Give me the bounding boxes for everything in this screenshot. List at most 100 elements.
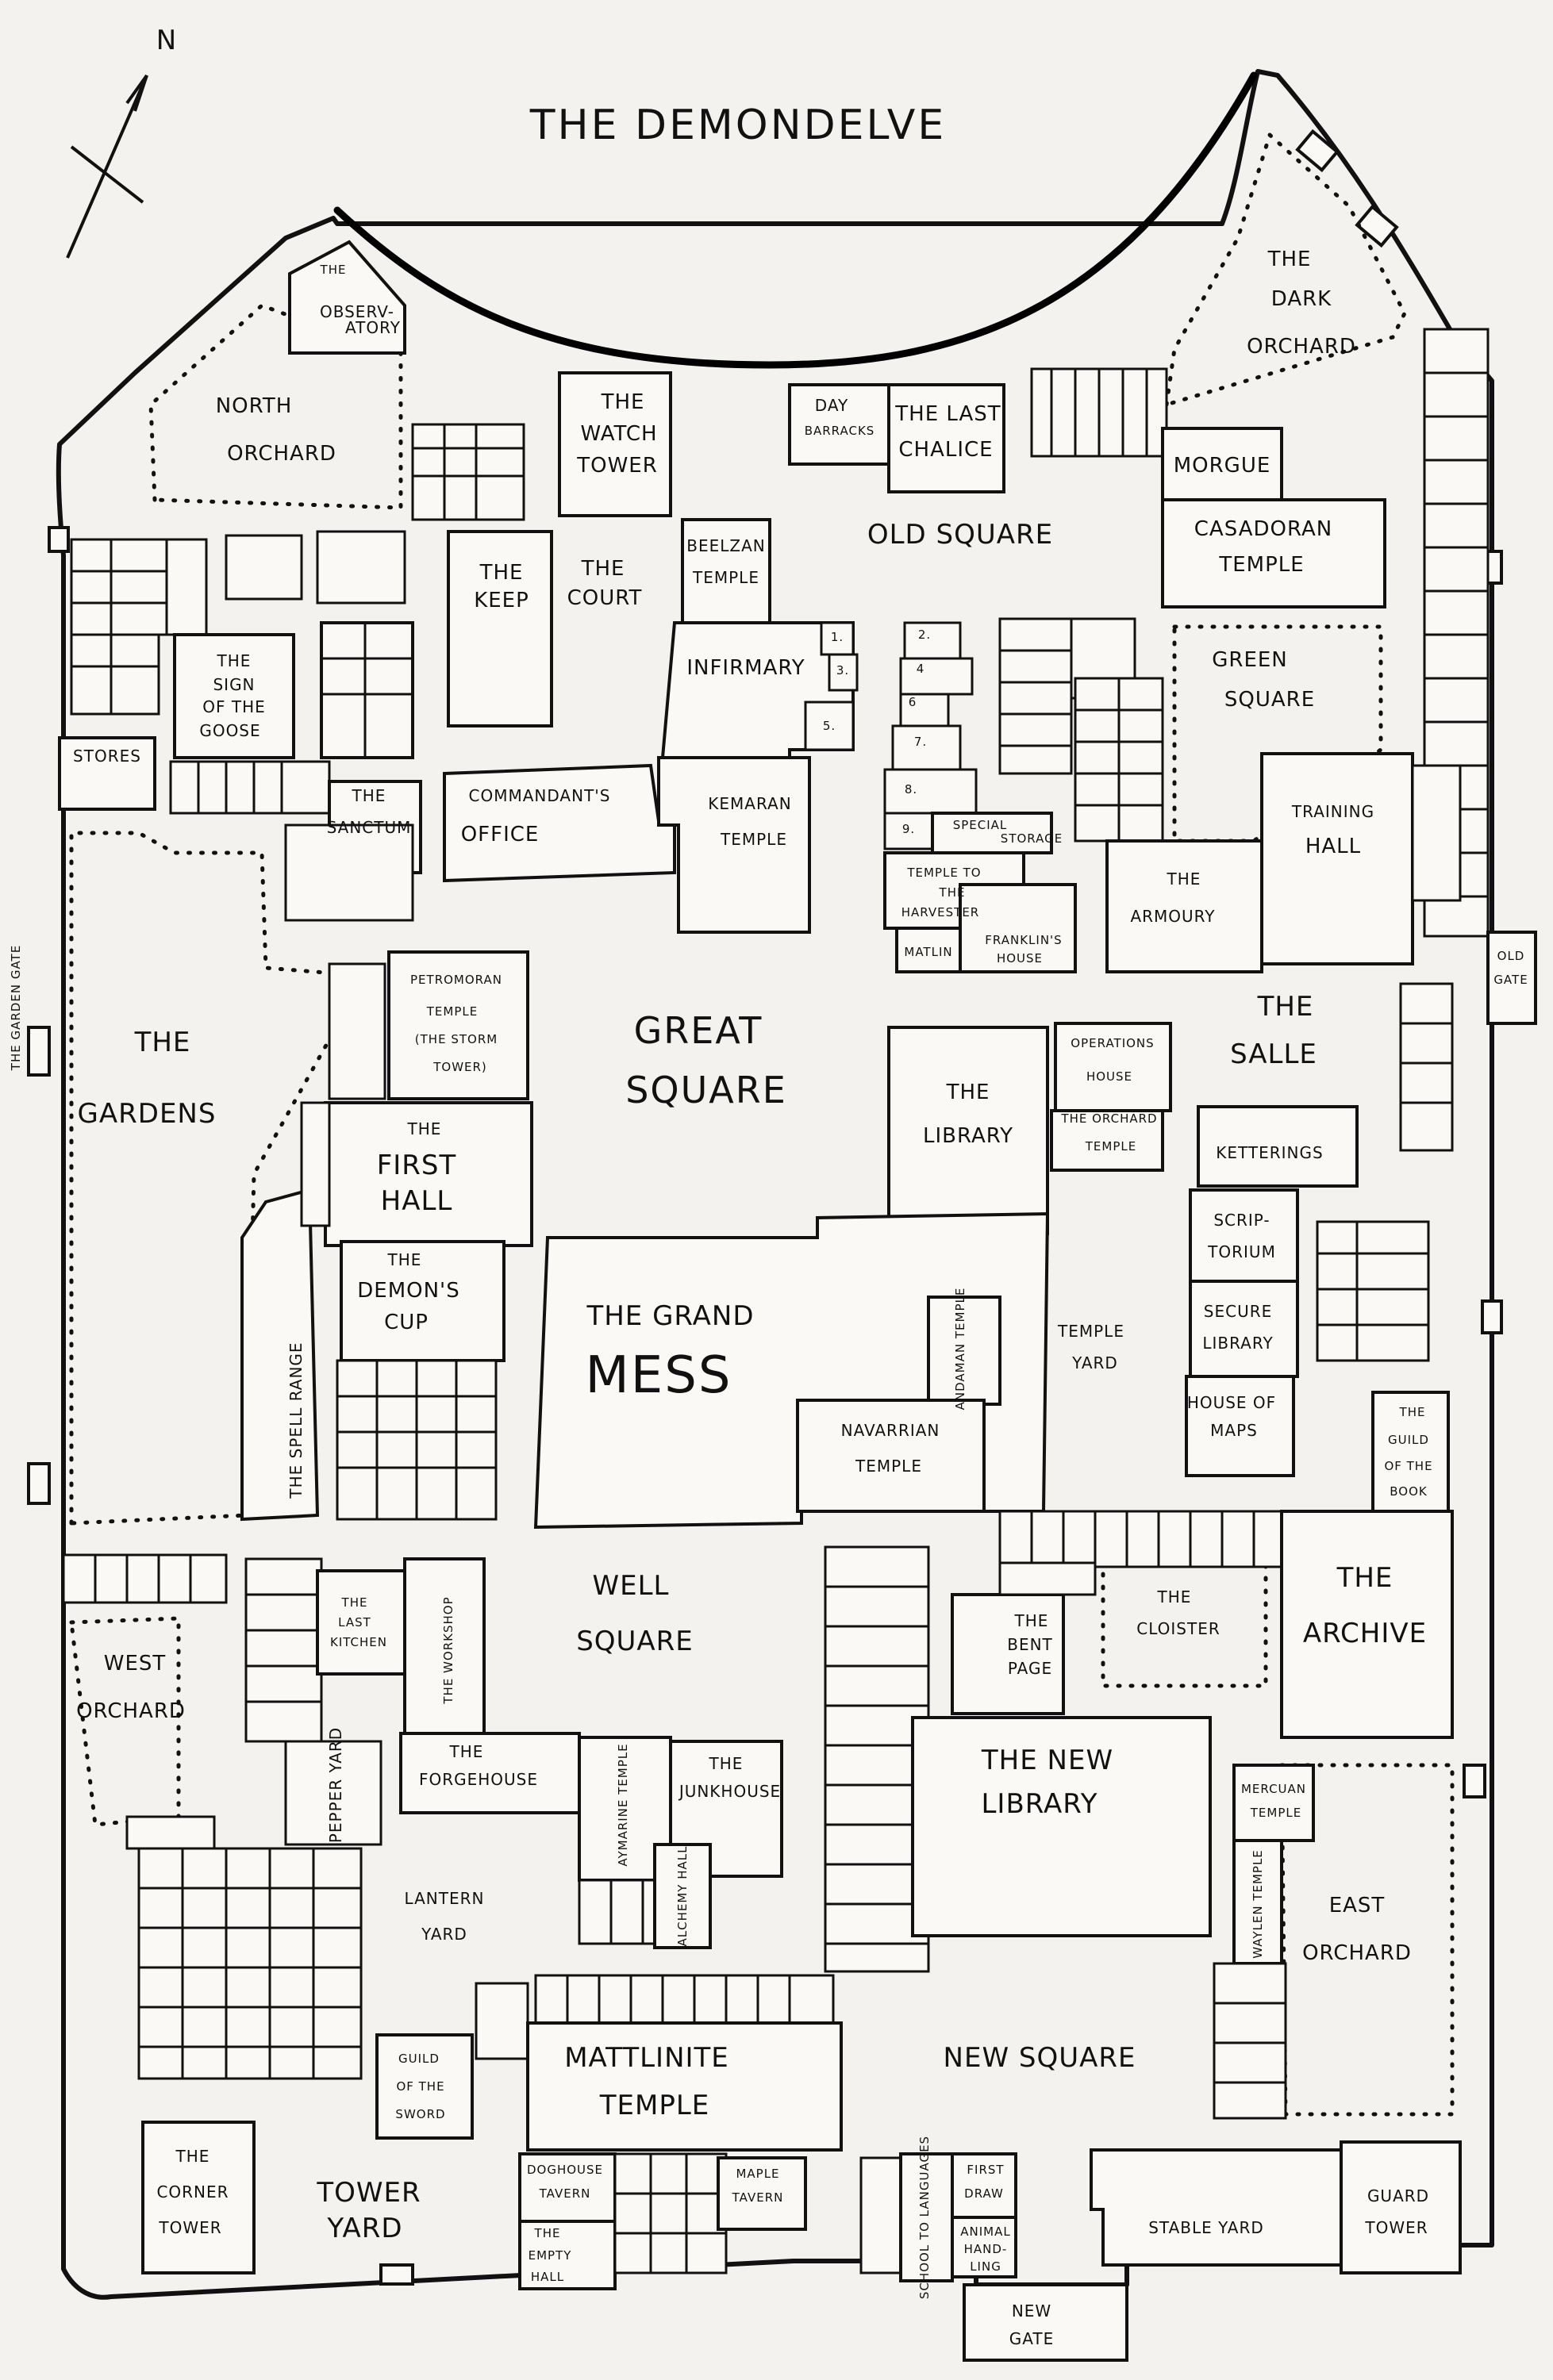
- label-library: THE: [946, 1081, 990, 1104]
- label-guild-sword: GUILD: [398, 2052, 440, 2066]
- label-demons-cup: CUP: [384, 1311, 429, 1334]
- label-court: COURT: [567, 586, 643, 610]
- label-harvester: THE: [939, 885, 966, 900]
- label-animal-handling: LING: [970, 2259, 1001, 2274]
- label-special-storage: STORAGE: [1001, 831, 1063, 846]
- label-salle: SALLE: [1230, 1038, 1317, 1070]
- label-n2: 2.: [918, 628, 931, 642]
- label-waylen: WAYLEN TEMPLE: [1251, 1849, 1265, 1959]
- label-animal-handling: ANIMAL: [960, 2225, 1010, 2239]
- label-andaman: ANDAMAN TEMPLE: [953, 1288, 967, 1411]
- label-commandant: COMMANDANT'S: [469, 786, 611, 805]
- label-franklin: HOUSE: [997, 951, 1043, 965]
- label-guild-book: OF THE: [1384, 1459, 1432, 1473]
- label-orchard-temple: TEMPLE: [1085, 1139, 1136, 1154]
- label-green-square: GREEN: [1212, 648, 1288, 672]
- label-aymarine: AYMARINE TEMPLE: [616, 1743, 630, 1866]
- label-cloister: THE: [1157, 1587, 1192, 1606]
- label-infirmary: INFIRMARY: [686, 656, 805, 680]
- label-new-gate: GATE: [1009, 2329, 1054, 2348]
- label-scriptorium: TORIUM: [1207, 1242, 1276, 1261]
- label-goose: GOOSE: [199, 721, 260, 740]
- label-navarrian: TEMPLE: [855, 1457, 922, 1476]
- label-beelzan: TEMPLE: [692, 568, 759, 587]
- label-dark-orchard: THE: [1267, 248, 1312, 271]
- label-guild-book: BOOK: [1390, 1484, 1428, 1499]
- label-armoury: THE: [1167, 869, 1201, 889]
- label-bent-page: THE: [1014, 1611, 1049, 1630]
- label-armoury: ARMOURY: [1130, 907, 1215, 926]
- label-new-library: LIBRARY: [981, 1788, 1097, 1820]
- label-great-square: GREAT: [634, 1009, 763, 1052]
- label-house-maps: MAPS: [1210, 1421, 1258, 1440]
- label-grand-mess: MESS: [586, 1346, 732, 1405]
- label-corner-tower: THE: [175, 2147, 210, 2166]
- label-empty-hall: HALL: [531, 2270, 564, 2284]
- label-ketterings: KETTERINGS: [1216, 1143, 1323, 1162]
- label-n7: 7.: [914, 735, 927, 749]
- label-matlin: MATLIN: [904, 945, 952, 959]
- label-training-hall: TRAINING: [1291, 802, 1374, 821]
- label-last-chalice: CHALICE: [898, 438, 993, 462]
- label-first-hall: FIRST: [377, 1150, 457, 1181]
- label-green-square: SQUARE: [1224, 688, 1315, 712]
- label-animal-handling: HAND-: [964, 2242, 1008, 2256]
- label-doghouse: TAVERN: [539, 2186, 591, 2201]
- label-day-barracks: BARRACKS: [805, 424, 875, 438]
- label-lantern-yard: LANTERN: [405, 1889, 485, 1908]
- label-demons-cup: DEMON'S: [357, 1279, 459, 1303]
- label-new-gate: NEW: [1012, 2301, 1051, 2320]
- label-dark-orchard: DARK: [1271, 287, 1332, 311]
- label-tower-yard: TOWER: [316, 2177, 421, 2209]
- label-alchemy-hall: ALCHEMY HALL: [675, 1846, 690, 1947]
- label-n4: 4: [917, 662, 925, 676]
- label-tower-yard: YARD: [326, 2213, 402, 2244]
- label-last-kitchen: KITCHEN: [330, 1635, 387, 1649]
- label-last-kitchen: LAST: [338, 1615, 371, 1630]
- label-cloister: CLOISTER: [1136, 1619, 1220, 1638]
- map-title: THE DEMONDELVE: [529, 102, 946, 149]
- label-old-square: OLD SQUARE: [867, 519, 1053, 551]
- label-navarrian: NAVARRIAN: [841, 1421, 940, 1440]
- label-empty-hall: THE: [534, 2226, 561, 2240]
- label-kemaran: TEMPLE: [720, 830, 787, 849]
- compass-letter: N: [156, 25, 177, 56]
- label-mattlinite: TEMPLE: [599, 2090, 710, 2121]
- label-secure-library: SECURE: [1204, 1302, 1272, 1321]
- label-maple: TAVERN: [732, 2190, 784, 2205]
- wall-towers: [27, 129, 1503, 2286]
- label-orchard-temple: THE ORCHARD: [1060, 1111, 1157, 1126]
- label-harvester: TEMPLE TO: [906, 866, 981, 880]
- label-east-orchard: ORCHARD: [1302, 1941, 1412, 1965]
- label-day-barracks: DAY: [815, 396, 848, 415]
- dark-orchard-boundary: [1163, 131, 1407, 408]
- label-guild-book: GUILD: [1388, 1433, 1429, 1447]
- label-gardens: GARDENS: [78, 1098, 217, 1130]
- label-mercuan: MERCUAN: [1241, 1782, 1306, 1796]
- label-junkhouse: JUNKHOUSE: [678, 1782, 781, 1801]
- label-guild-sword: OF THE: [396, 2079, 444, 2094]
- label-grand-mess: THE GRAND: [586, 1300, 754, 1332]
- label-pepper-yard: PEPPER YARD: [326, 1727, 345, 1843]
- label-petromoran: TEMPLE: [426, 1004, 478, 1019]
- label-commandant: OFFICE: [461, 823, 540, 846]
- label-first-draw: FIRST: [967, 2163, 1004, 2177]
- label-lantern-yard: YARD: [421, 1925, 467, 1944]
- label-maple: MAPLE: [736, 2167, 779, 2181]
- buildings: [58, 240, 1537, 2362]
- label-old-gate: OLD: [1497, 949, 1525, 963]
- label-gardens: THE: [134, 1027, 191, 1058]
- label-house-maps: HOUSE OF: [1187, 1393, 1276, 1412]
- label-junkhouse: THE: [709, 1754, 744, 1773]
- label-petromoran: PETROMORAN: [410, 973, 502, 987]
- label-forgehouse: THE: [449, 1742, 484, 1761]
- label-goose: SIGN: [213, 675, 255, 694]
- label-archive: ARCHIVE: [1303, 1618, 1427, 1649]
- label-north-orchard: NORTH: [216, 394, 293, 418]
- label-stores: STORES: [73, 747, 141, 766]
- label-keep: THE: [479, 561, 524, 585]
- label-corner-tower: TOWER: [158, 2218, 221, 2237]
- label-school-languages: SCHOOL TO LANGUAGES: [917, 2136, 932, 2299]
- label-demons-cup: THE: [387, 1250, 422, 1269]
